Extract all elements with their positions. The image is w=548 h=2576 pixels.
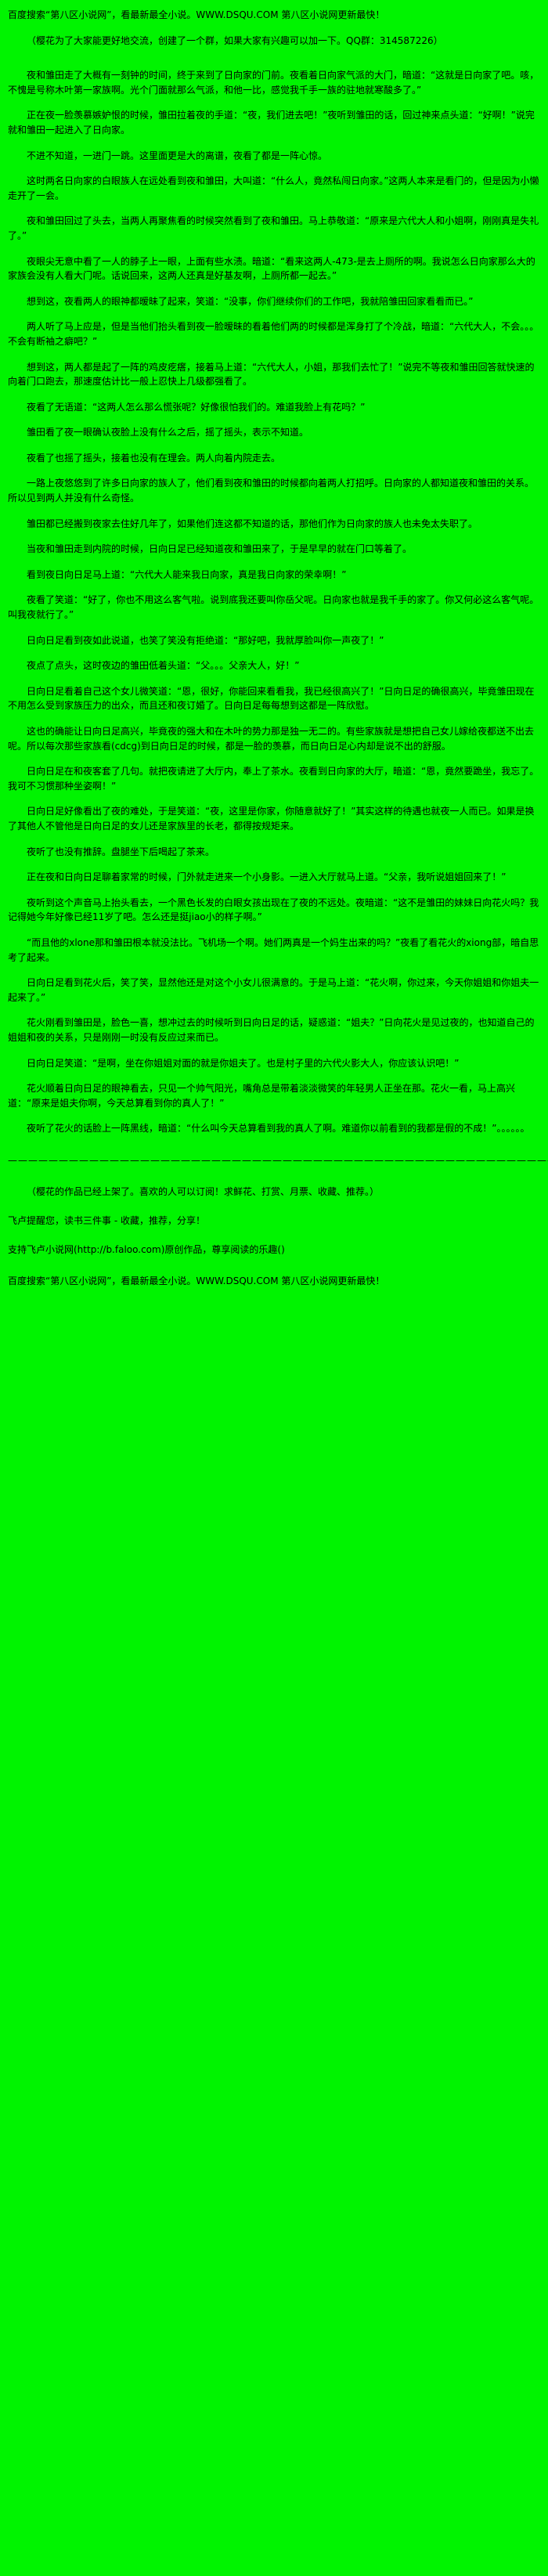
novel-paragraph: 两人听了马上应是，但是当他们抬头看到夜一脸暧昧的看着他们两的时候都是浑身打了个冷… [8,321,539,347]
section-divider: ————————————————————————————————————————… [8,1154,548,1166]
novel-reader-page: 百度搜索“第八区小说网”，看最新最全小说。WWW.DSQU.COM 第八区小说网… [8,9,548,1287]
author-qq-notice: （樱花为了大家能更好地交流，创建了一个群，如果大家有兴趣可以加一下。QQ群：31… [27,34,443,46]
novel-paragraph: 这也的确能让日向日足高兴，毕竟夜的强大和在木叶的势力那是独一无二的。有些家族就是… [8,726,535,752]
novel-paragraph: 看到夜日向日足马上道：“六代大人能来我日向家，真是我日向家的荣幸啊！” [27,568,347,580]
novel-paragraph: 日向日足看到夜如此说道，也笑了笑没有拒绝道：“那好吧，我就厚脸叫你一声夜了！” [27,634,384,646]
novel-paragraph: 夜听了也没有推辞。盘腿坐下后喝起了茶来。 [27,846,215,857]
faloo-support-line: 支持飞卢小说网(http://b.faloo.com)原创作品，尊享阅读的乐趣(… [8,1243,285,1255]
author-shelf-note: （樱花的作品已经上架了。喜欢的人可以订阅！求鲜花、打赏、月票、收藏、推荐。） [27,1186,380,1198]
novel-paragraph: 雏田看了夜一眼确认夜脸上没有什么之后，摇了摇头，表示不知道。 [27,427,309,438]
novel-paragraph: 夜和雏田回过了头去，当两人再聚焦看的时候突然看到了夜和雏田。马上恭敬道：“原来是… [8,215,539,241]
novel-paragraph: 花火顺着日向日足的眼神看去，只见一个帅气阳光，嘴角总是带着淡淡微笑的年轻男人正坐… [8,1083,516,1109]
novel-paragraph: 夜看了也摇了摇头，接着也没有在理会。两人向着内院走去。 [27,452,281,464]
novel-paragraph: 日向日足好像看出了夜的难处，于是笑道：“夜，这里是你家，你随意就好了！”其实这样… [8,806,535,832]
novel-paragraph: 日向日足在和夜客套了几句。就把夜请进了大厅内，奉上了茶水。夜看到日向家的大厅，暗… [8,766,539,792]
novel-paragraph: 日向日足看着自己这个女儿微笑道：“恩，很好，你能回来看看我，我已经很高兴了！”日… [8,685,535,712]
novel-paragraph: 当夜和雏田走到内院的时候，日向日足已经知道夜和雏田来了，于是早早的就在门口等着了… [27,543,413,555]
novel-paragraph: 夜眼尖无意中看了一人的脖子上一眼，上面有些水渍。暗道：“看来这两人-473-是去… [8,255,535,282]
faloo-reminder: 飞卢提醒您，读书三件事 - 收藏，推荐，分享！ [8,1215,205,1227]
novel-paragraph: 花火刚看到雏田是，脸色一喜，想冲过去的时候听到日向日足的话，疑惑道：“姐夫？”日… [8,1017,535,1043]
novel-paragraph: 想到这，夜看两人的眼神都暧昧了起来，笑道：“没事，你们继续你们的工作吧，我就陪雏… [27,295,474,307]
novel-paragraph: 夜看了无语道：“这两人怎么那么慌张呢？好像很怕我们的。难道我脸上有花吗？” [27,401,366,413]
novel-paragraph: 这时两名日向家的白眼族人在远处看到夜和雏田，大叫道：“什么人，竟然私闯日向家。”… [8,175,539,201]
chapter-body: 夜和雏田走了大概有一刻钟的时间，终于来到了日向家的门前。夜看着日向家气派的大门，… [8,68,540,1136]
novel-paragraph: 夜点了点头，这时夜边的雏田低着头道：“父。。。父亲大人，好！” [27,660,300,672]
novel-paragraph: 不进不知道，一进门一跳。这里面更是大的离谱，夜看了都是一阵心惊。 [27,150,328,161]
novel-paragraph: “而且他的xlone那和雏田根本就没法比。飞机场一个啊。她们两真是一个妈生出来的… [8,936,539,963]
site-promo-top: 百度搜索“第八区小说网”，看最新最全小说。WWW.DSQU.COM 第八区小说网… [8,9,385,20]
novel-paragraph: 夜和雏田走了大概有一刻钟的时间，终于来到了日向家的门前。夜看着日向家气派的大门，… [8,70,539,96]
novel-paragraph: 正在夜一脸羡慕嫉妒恨的时候，雏田拉着夜的手道：“夜，我们进去吧！”夜听到雏田的话… [8,110,535,135]
novel-paragraph: 夜看了笑道：“好了，你也不用这么客气啦。说到底我还要叫你岳父呢。日向家也就是我千… [8,594,539,621]
novel-paragraph: 夜听到这个声音马上抬头看去，一个黑色长发的白眼女孩出现在了夜的不远处。夜暗道：“… [8,897,539,923]
novel-paragraph: 夜听了花火的话脸上一阵黑线，暗道：“什么叫今天总算看到我的真人了啊。难道你以前看… [27,1123,530,1135]
novel-paragraph: 日向日足看到花火后，笑了笑，显然他还是对这个小女儿很满意的。于是马上道：“花火啊… [8,977,539,1003]
novel-paragraph: 雏田都已经搬到夜家去住好几年了，如果他们连这都不知道的话，那他们作为日向家的族人… [27,518,478,529]
novel-paragraph: 一路上夜悠悠到了许多日向家的族人了，他们看到夜和雏田的时候都向着两人打招呼。日向… [8,478,535,504]
novel-paragraph: 想到这，两人都是起了一阵的鸡皮疙瘩，接着马上道：“六代大人，小姐，那我们去忙了！… [8,361,535,388]
site-promo-bottom: 百度搜索“第八区小说网”，看最新最全小说。WWW.DSQU.COM 第八区小说网… [8,1275,385,1287]
novel-paragraph: 日向日足笑道：“是啊，坐在你姐姐对面的就是你姐夫了。也是村子里的六代火影大人，你… [27,1057,460,1069]
novel-paragraph: 正在夜和日向日足聊着家常的时候，门外就走进来一个小身影。一进入大厅就马上道。“父… [27,871,507,883]
